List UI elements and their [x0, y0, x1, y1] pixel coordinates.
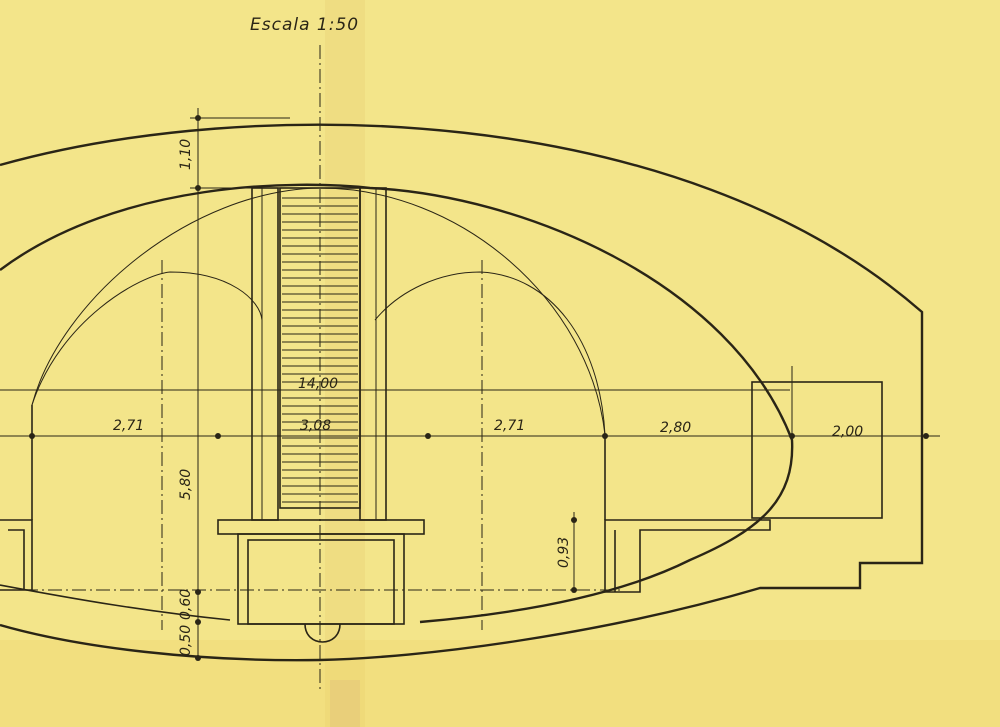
right-floor-structure — [604, 381, 883, 593]
dim-floor-layer-lower: 0,50 — [178, 625, 194, 656]
central-stair-shaft — [217, 187, 425, 643]
inner-vault-outline — [0, 183, 794, 624]
dim-center-span: 3,08 — [300, 418, 331, 434]
dimension-ticks — [29, 115, 929, 661]
dim-step-height: 0,93 — [556, 537, 572, 568]
left-chapel-arc — [31, 271, 263, 406]
dim-far-right-span: 2,00 — [832, 424, 863, 440]
dim-total-width: 14,00 — [298, 376, 338, 392]
scale-title: Escala 1:50 — [250, 15, 359, 35]
dim-right-span: 2,80 — [660, 420, 691, 436]
left-floor-structure — [0, 519, 33, 591]
dim-side-span-left: 2,71 — [113, 418, 144, 434]
dim-vault-thickness: 1,10 — [178, 139, 194, 170]
outer-shell-outline — [0, 123, 924, 662]
right-chapel-arc — [374, 271, 606, 436]
dim-floor-layer-upper: 0,60 — [178, 589, 194, 620]
dim-side-span-right: 2,71 — [494, 418, 525, 434]
dim-wall-height: 5,80 — [178, 469, 194, 500]
